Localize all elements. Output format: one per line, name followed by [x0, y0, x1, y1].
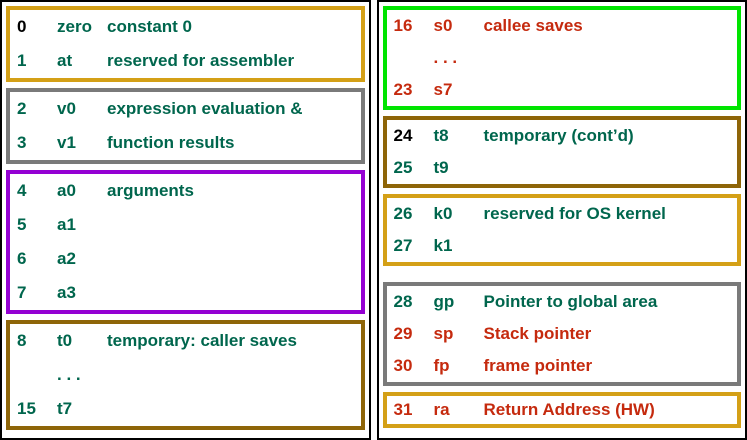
register-number: 29: [393, 324, 413, 343]
register-description: temporary (cont’d): [483, 126, 634, 145]
register-group-box-r28: 28 gp Pointer to global area 29 sp Stack poin…: [382, 282, 741, 386]
register-number: 0: [17, 17, 27, 36]
register-panel-left: 0 zero constant 0 1 at reserved for assembler…: [0, 0, 371, 440]
register-name: s0: [433, 16, 453, 35]
register-number: 31: [393, 400, 413, 419]
register-number: 26: [393, 204, 413, 223]
register-name: a1: [57, 215, 76, 234]
register-name: t8: [433, 126, 449, 145]
register-panel-right: 16 s0 callee saves . . . 23 s7 24 t8 temporary (…: [376, 0, 747, 440]
register-name: a0: [57, 181, 76, 200]
register-name: . . .: [57, 365, 81, 384]
register-description: callee saves: [483, 16, 583, 35]
register-group-box-r0: 0 zero constant 0 1 at reserved for assembler: [6, 6, 365, 82]
register-row-23: 23 s7: [387, 74, 738, 106]
register-row-7: 7 a3: [10, 276, 361, 310]
register-row-15: 15 t7: [10, 392, 361, 426]
register-description: reserved for OS kernel: [483, 204, 666, 223]
register-group-box-r26: 26 k0 reserved for OS kernel 27 k1: [382, 194, 741, 266]
register-row-16: 16 s0 callee saves: [387, 10, 738, 42]
register-number: 27: [393, 236, 413, 255]
register-number: 2: [17, 99, 27, 118]
register-description: frame pointer: [483, 356, 593, 375]
register-group-box-r4: 4 a0 arguments 5 a1 6 a2 7 a3: [6, 170, 365, 314]
register-name: . . .: [433, 48, 458, 67]
register-name: sp: [433, 324, 454, 343]
register-row-5: 5 a1: [10, 208, 361, 242]
register-row-25: 25 t9: [387, 152, 738, 184]
register-name: v1: [57, 133, 76, 152]
register-row-3: 3 v1 function results: [10, 126, 361, 160]
register-description: Return Address (HW): [483, 400, 655, 419]
register-number: 7: [17, 283, 27, 302]
register-group-box-r8: 8 t0 temporary: caller saves . . . 15 t7: [6, 320, 365, 430]
register-name: at: [57, 51, 73, 70]
register-row-31: 31 ra Return Address (HW): [387, 396, 738, 424]
register-name: fp: [433, 356, 450, 375]
register-name: v0: [57, 99, 76, 118]
register-description: expression evaluation &: [107, 99, 303, 118]
register-name: a3: [57, 283, 76, 302]
register-description: function results: [107, 133, 235, 152]
register-number: 25: [393, 158, 413, 177]
register-row-1: 1 at reserved for assembler: [10, 44, 361, 78]
register-number: 24: [393, 126, 413, 145]
register-name: s7: [433, 80, 453, 99]
register-group-box-r2: 2 v0 expression evaluation & 3 v1 function re…: [6, 88, 365, 164]
register-name: a2: [57, 249, 76, 268]
register-row-4: 4 a0 arguments: [10, 174, 361, 208]
register-number: 8: [17, 331, 27, 350]
register-row-0: 0 zero constant 0: [10, 10, 361, 44]
register-row-2: 2 v0 expression evaluation &: [10, 92, 361, 126]
register-number: 6: [17, 249, 27, 268]
register-number: 1: [17, 51, 27, 70]
register-group-box-r16: 16 s0 callee saves . . . 23 s7: [382, 6, 741, 110]
register-number: 5: [17, 215, 27, 234]
register-name: ra: [433, 400, 450, 419]
register-description: reserved for assembler: [107, 51, 295, 70]
register-name: zero: [57, 17, 92, 36]
register-row-ellipsis: . . .: [387, 42, 738, 74]
register-number: 4: [17, 181, 27, 200]
register-number: 23: [393, 80, 413, 99]
register-row-8: 8 t0 temporary: caller saves: [10, 324, 361, 358]
register-description: Pointer to global area: [483, 292, 658, 311]
register-row-6: 6 a2: [10, 242, 361, 276]
register-number: 15: [17, 399, 36, 418]
register-name: k1: [433, 236, 453, 255]
register-description: arguments: [107, 181, 194, 200]
register-name: t7: [57, 399, 73, 418]
register-row-27: 27 k1: [387, 230, 738, 262]
register-name: k0: [433, 204, 453, 223]
register-name: t0: [57, 331, 73, 350]
register-group-box-r24: 24 t8 temporary (cont’d) 25 t9: [382, 116, 741, 188]
register-number: 3: [17, 133, 27, 152]
register-number: 30: [393, 356, 413, 375]
register-name: gp: [433, 292, 455, 311]
register-row-28: 28 gp Pointer to global area: [387, 286, 738, 318]
register-row-26: 26 k0 reserved for OS kernel: [387, 198, 738, 230]
register-number: 28: [393, 292, 413, 311]
register-row-30: 30 fp frame pointer: [387, 350, 738, 382]
register-number: 16: [393, 16, 413, 35]
register-description: Stack pointer: [483, 324, 592, 343]
register-row-24: 24 t8 temporary (cont’d): [387, 120, 738, 152]
register-group-box-r31: 31 ra Return Address (HW): [382, 392, 741, 428]
register-description: constant 0: [107, 17, 193, 36]
register-description: temporary: caller saves: [107, 331, 297, 350]
register-row-29: 29 sp Stack pointer: [387, 318, 738, 350]
register-row-ellipsis: . . .: [10, 358, 361, 392]
register-name: t9: [433, 158, 449, 177]
